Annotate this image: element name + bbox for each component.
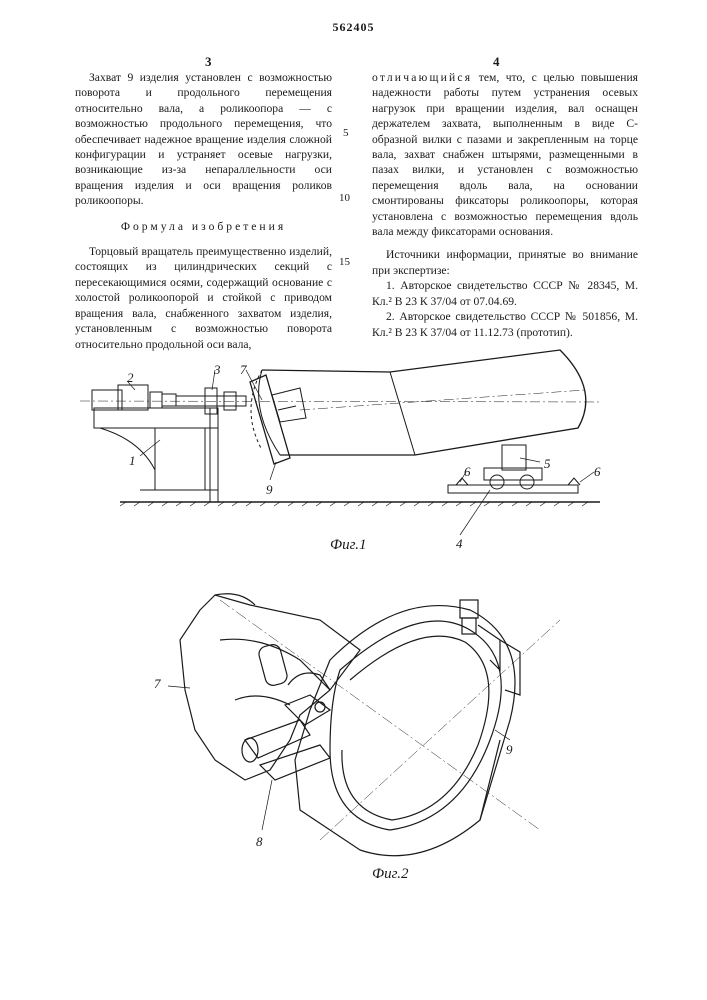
figure-2-drawing [0,580,707,870]
fig1-label-6b: 6 [594,464,601,480]
fig2-leader-lines [168,686,510,830]
distinguishing-word: отличающийся [372,71,472,84]
fig1-label-5: 5 [544,456,551,472]
fig1-label-9: 9 [266,482,273,498]
fig1-label-4: 4 [456,536,463,552]
claim-body: тем, что, с целью повышения надежности р… [372,71,638,238]
line-number-5: 5 [343,127,349,139]
fig1-label-3: 3 [214,362,221,378]
right-paragraph-1: отличающийся тем, что, с целью повышения… [372,70,638,239]
sources-title: Источники информации, принятые во вниман… [372,247,638,278]
line-number-10: 10 [339,192,350,204]
fig2-label-8: 8 [256,834,263,850]
base-stand [94,408,218,502]
clamp-ring [295,606,515,856]
figure-1-drawing [0,330,707,560]
line-number-15: 15 [339,256,350,268]
fig2-label-7: 7 [154,676,161,692]
product [251,350,586,455]
right-column: отличающийся тем, что, с целью повышения… [372,70,638,340]
figure-1-caption: Фиг.1 [330,537,366,554]
fig2-label-9: 9 [506,742,513,758]
figure-2-caption: Фиг.2 [372,866,408,883]
leader-lines [128,370,594,535]
claims-heading: Формула изобретения [75,219,332,234]
ground-line [120,502,600,506]
fig1-label-6a: 6 [464,464,471,480]
left-paragraph-1: Захват 9 изделия установлен с возможност… [75,70,332,209]
fig1-label-2: 2 [127,370,134,386]
patent-number: 562405 [0,20,707,35]
fig1-label-7: 7 [240,362,247,378]
column-number-left: 3 [205,54,212,70]
centerlines [220,600,560,840]
source-1: 1. Авторское свидетельство СССР № 28345,… [372,278,638,309]
column-number-right: 4 [493,54,500,70]
left-column: Захват 9 изделия установлен с возможност… [75,70,332,352]
pins [242,673,330,780]
fig1-label-1: 1 [129,453,136,469]
